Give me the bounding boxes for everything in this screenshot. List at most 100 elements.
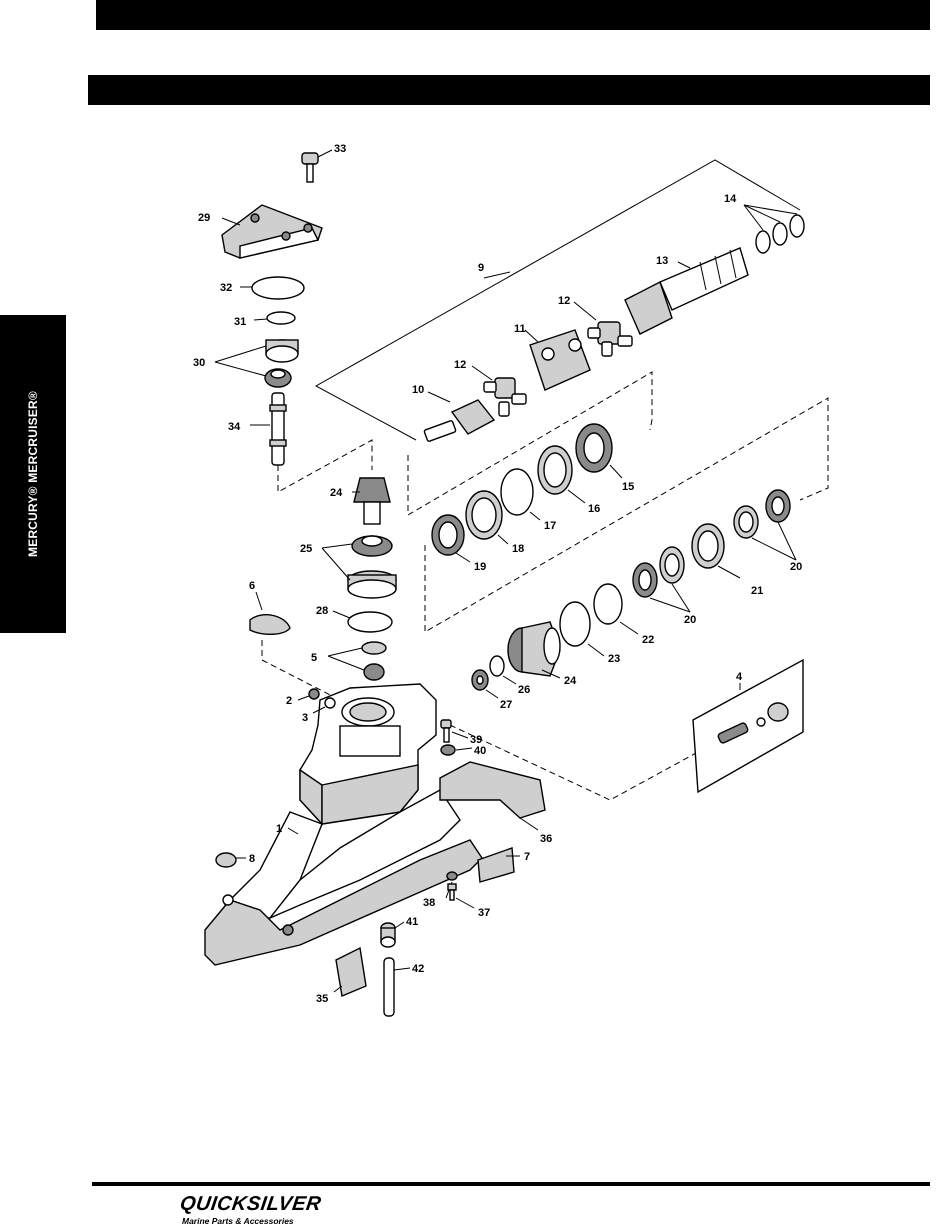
dashed-group-right (424, 397, 829, 633)
leader-5a (327, 647, 363, 657)
bearing-cup-30 (265, 339, 299, 363)
leader-5b (327, 655, 365, 671)
leader-16 (567, 489, 586, 504)
cup-21 (691, 523, 725, 569)
callout-35: 35 (316, 993, 328, 1005)
seal-19 (431, 514, 465, 556)
leader-41 (394, 921, 405, 929)
bearing-cone-30 (264, 368, 292, 388)
leader-12b (573, 301, 597, 321)
screw-37 (447, 883, 457, 901)
washer-3 (324, 697, 336, 709)
leader-28 (332, 610, 351, 619)
carrier-18 (465, 490, 503, 540)
washer-26 (489, 655, 505, 677)
screw-39 (440, 719, 452, 743)
o-ring-32 (251, 276, 305, 300)
callout-12a: 12 (454, 359, 466, 371)
callout-29: 29 (198, 212, 210, 224)
center-yoke-11 (529, 329, 591, 391)
callout-31: 31 (234, 316, 246, 328)
callout-11: 11 (514, 323, 526, 335)
quicksilver-logo: QUICKSILVER Marine Parts & Accessories (178, 1193, 360, 1228)
callout-3: 3 (302, 712, 308, 724)
callout-39: 39 (470, 734, 482, 746)
callout-42: 42 (412, 963, 424, 975)
callout-8: 8 (249, 853, 255, 865)
o-ring-22 (593, 583, 623, 625)
u-joint-cross-12b (587, 321, 633, 357)
callout-9: 9 (478, 262, 484, 274)
kit-card-4 (692, 658, 804, 794)
leader-20a (777, 521, 797, 561)
plate-35 (335, 946, 367, 997)
leader-20c (671, 583, 691, 613)
callout-22: 22 (642, 634, 654, 646)
leader-25b (321, 547, 351, 581)
cover-7 (477, 847, 515, 883)
leader-40 (455, 747, 473, 751)
callout-14: 14 (724, 193, 737, 205)
forward-gear-24 (507, 621, 561, 677)
anode-36 (439, 761, 546, 819)
leader-35 (333, 985, 343, 993)
callout-15: 15 (622, 481, 634, 493)
callout-6: 6 (249, 580, 255, 592)
bearing-25 (347, 535, 397, 599)
shim-28 (347, 611, 393, 633)
leader-12a (471, 365, 493, 381)
header-bar (96, 0, 930, 30)
shim-31 (266, 311, 296, 325)
brand-name: QUICKSILVER (178, 1193, 323, 1215)
plug-2 (308, 688, 320, 700)
callout-37: 37 (478, 907, 490, 919)
gasket-6 (249, 614, 291, 635)
leader-15 (609, 464, 623, 479)
brand-tagline: Marine Parts & Accessories (182, 1216, 294, 1226)
dashed-shift-link (449, 724, 721, 801)
callout-40: 40 (474, 745, 486, 757)
callout-28: 28 (316, 605, 328, 617)
output-shaft-13 (624, 247, 749, 335)
drive-shaft-34 (269, 392, 287, 466)
leader-19 (455, 552, 471, 563)
callout-1: 1 (276, 823, 282, 835)
leader-39 (451, 731, 469, 739)
leader-31 (253, 318, 268, 321)
leader-27 (485, 689, 499, 699)
callout-34: 34 (228, 421, 241, 433)
callout-7: 7 (524, 851, 530, 863)
callout-24a: 24 (330, 487, 343, 499)
callout-24b: 24 (564, 675, 577, 687)
callout-32: 32 (220, 282, 232, 294)
leader-20b (751, 537, 797, 561)
u-joint-cross-12a (483, 377, 527, 417)
leader-18 (497, 534, 509, 545)
leader-42 (393, 967, 411, 971)
leader-10 (427, 391, 451, 403)
leader-36 (519, 817, 539, 831)
leader-21 (717, 565, 741, 579)
leader-30b (214, 361, 267, 377)
bearing-15 (575, 423, 613, 473)
callout-21: 21 (751, 585, 763, 597)
leader-14b (743, 204, 781, 223)
section-title-bar (88, 75, 930, 105)
bearing-5 (361, 641, 387, 681)
leader-11 (524, 329, 539, 343)
o-ring-23 (559, 601, 591, 647)
callout-16: 16 (588, 503, 600, 515)
callout-27: 27 (500, 699, 512, 711)
pinion-gear-24 (353, 477, 391, 525)
callout-2: 2 (286, 695, 292, 707)
rings-14 (755, 214, 805, 254)
leader-14a (743, 204, 764, 231)
leader-2 (297, 695, 310, 701)
washer-40 (440, 744, 456, 756)
leader-22 (619, 621, 639, 635)
callout-10: 10 (412, 384, 424, 396)
dashed-group-bearing (407, 371, 653, 516)
leader-30a (214, 345, 267, 363)
leader-6 (255, 591, 263, 611)
o-ring-17 (500, 468, 534, 516)
